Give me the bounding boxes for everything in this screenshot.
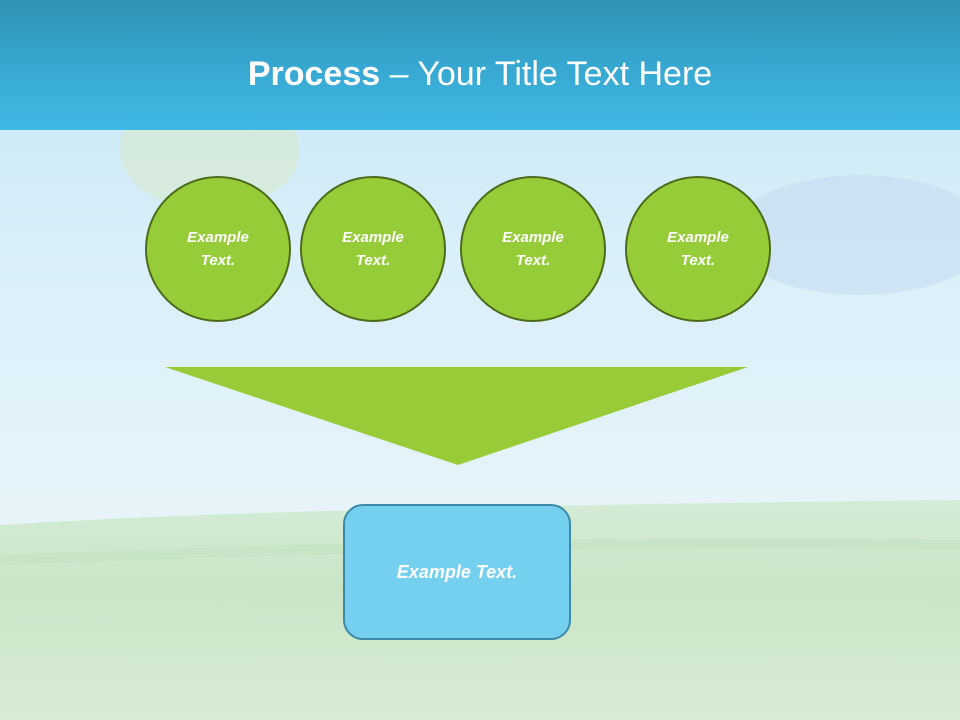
result-label: Example Text. [396, 561, 518, 582]
slide-title-rest: – Your Title Text Here [380, 55, 713, 93]
process-step-label: Example Text. [667, 229, 729, 269]
slide-title: Process – Your Title Text Here [0, 52, 960, 96]
process-step-label: Example Text. [342, 229, 404, 269]
process-step-label: Example Text. [187, 229, 249, 269]
process-step-label: Example Text. [502, 229, 564, 269]
title-band: Process – Your Title Text Here [0, 0, 960, 130]
process-step-circle-3: Example Text. [460, 176, 606, 322]
slide-title-bold: Process [247, 55, 381, 93]
process-step-circle-2: Example Text. [300, 176, 446, 322]
process-step-circle-4: Example Text. [625, 176, 771, 322]
process-step-circle-1: Example Text. [145, 176, 291, 322]
result-box: Example Text. [343, 504, 571, 640]
funnel-arrow [165, 367, 748, 465]
